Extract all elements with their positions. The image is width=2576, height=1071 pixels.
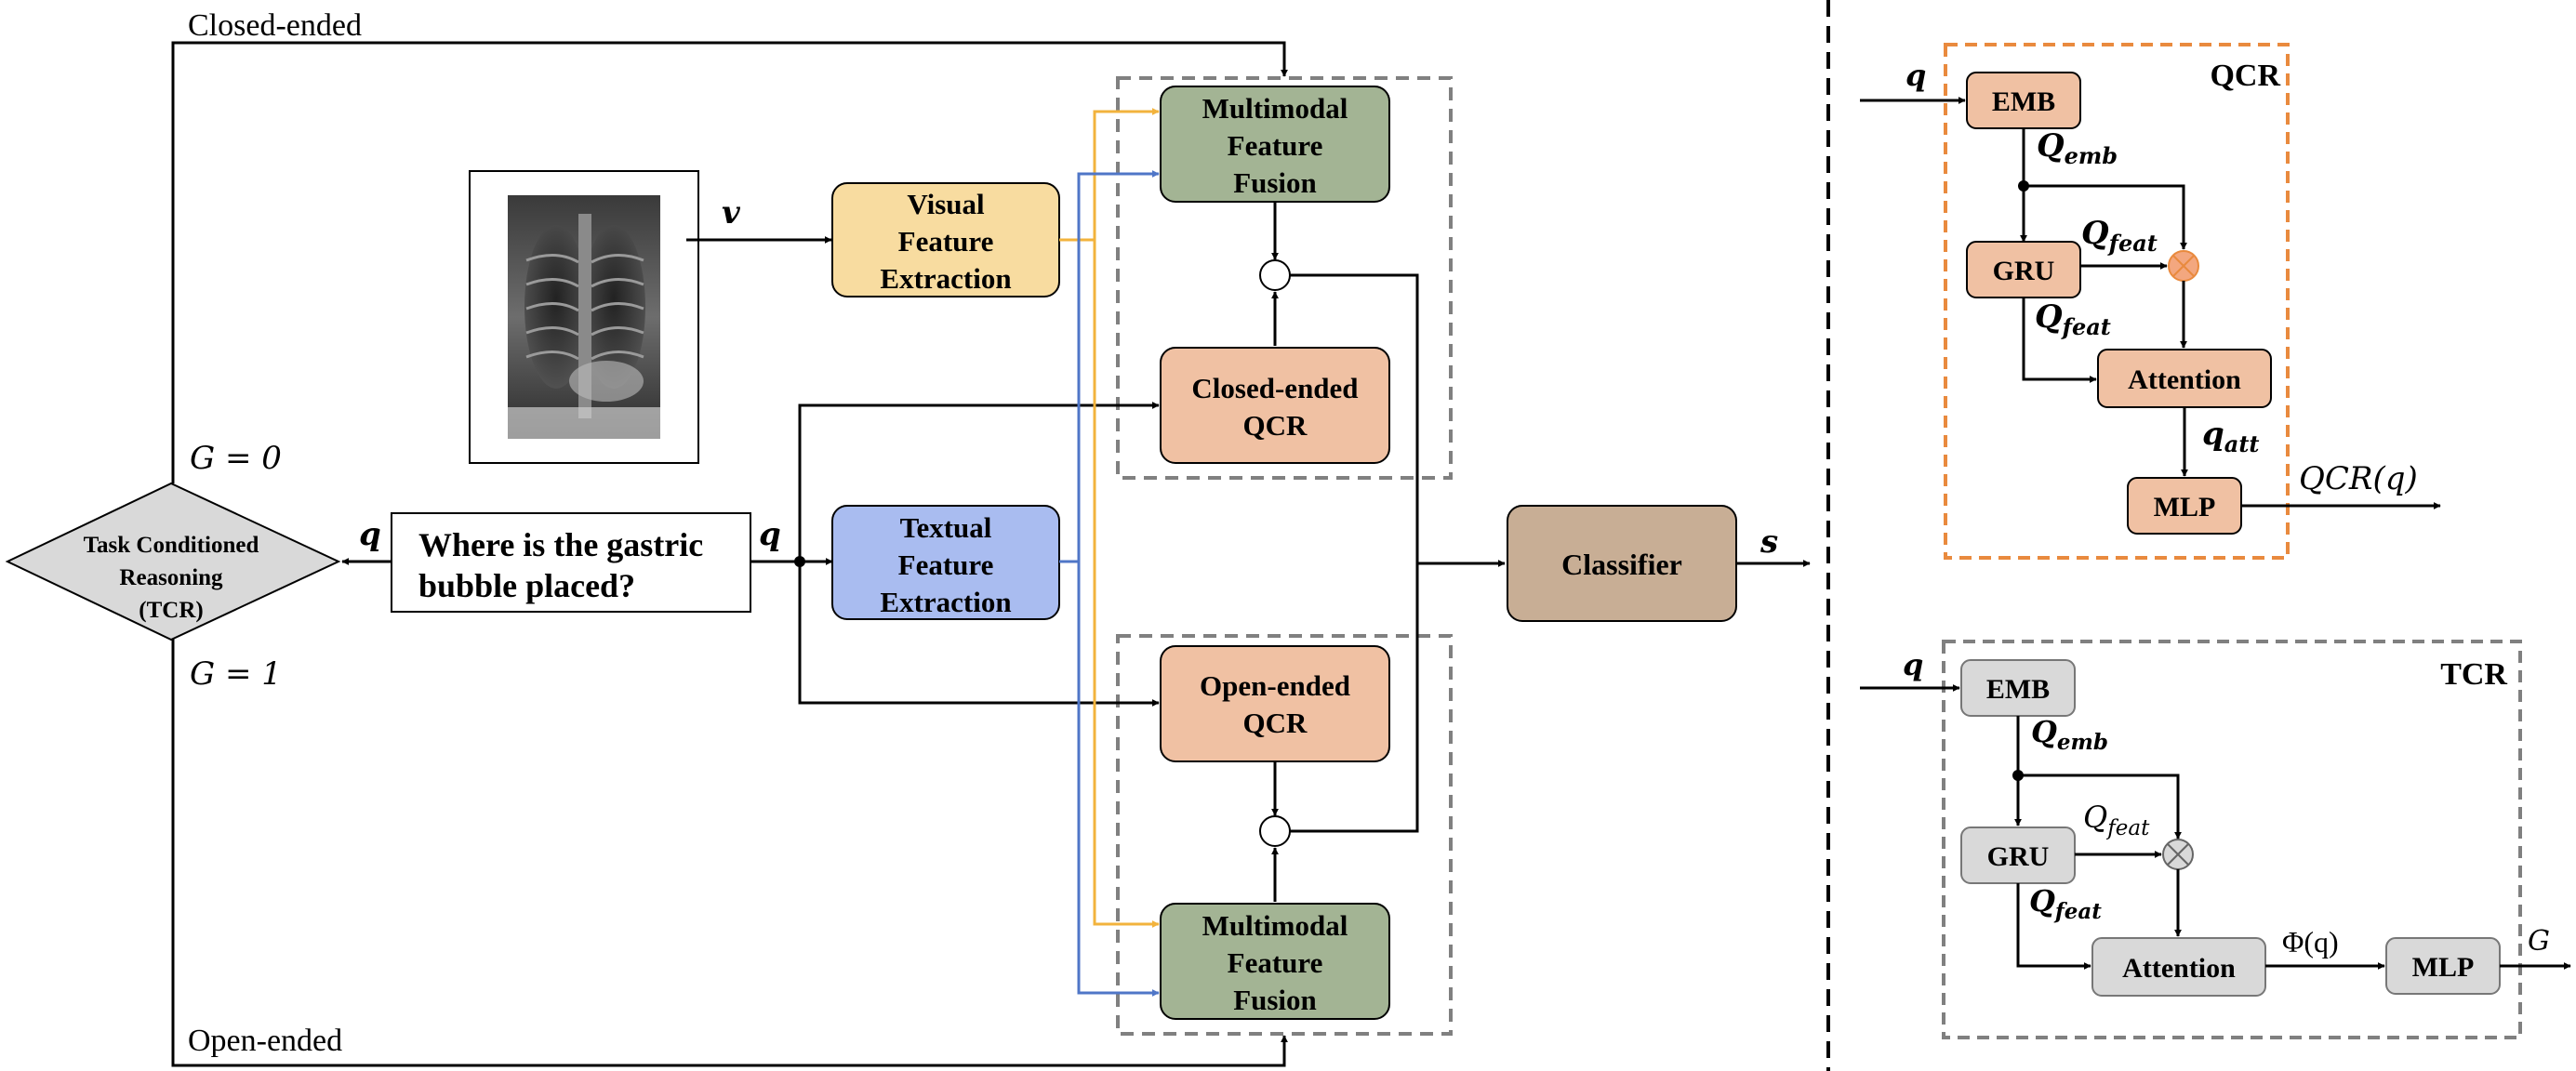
top-combine-node bbox=[1259, 259, 1291, 291]
textual-fe-line2: Feature bbox=[898, 549, 994, 581]
tcr-gru-to-attention-arrow bbox=[2016, 883, 2091, 970]
q-label-left: q bbox=[359, 516, 381, 553]
tcr-output-label: G bbox=[2528, 925, 2550, 958]
tcr-q-emb-label: Qemb bbox=[2031, 714, 2108, 755]
open-qcr-line2: QCR bbox=[1243, 707, 1308, 739]
tcr-emb-label: EMB bbox=[1986, 674, 2050, 705]
tcr-phi-label: Φ(q) bbox=[2282, 925, 2339, 959]
q-to-closed-qcr-arrow bbox=[798, 402, 1160, 562]
visual-fe-line3: Extraction bbox=[880, 262, 1011, 295]
textual-fe-line1: Textual bbox=[900, 511, 992, 544]
tcr-diamond-line2: Reasoning bbox=[119, 565, 223, 590]
open-ended-path bbox=[171, 638, 1288, 1067]
textual-to-top-fusion-line bbox=[1059, 170, 1160, 563]
tcr-diamond-line3: (TCR) bbox=[139, 598, 203, 623]
classifier-label: Classifier bbox=[1561, 548, 1682, 581]
g1-label: G = 1 bbox=[190, 655, 282, 693]
bottom-multimodal-fusion-box bbox=[1160, 903, 1390, 1020]
qcr-mlp-label: MLP bbox=[2154, 492, 2216, 522]
open-ended-qcr-box bbox=[1160, 645, 1390, 762]
qcr-panel bbox=[1944, 43, 2290, 560]
visual-fe-line1: Visual bbox=[907, 188, 985, 220]
tcr-diamond bbox=[5, 482, 341, 641]
qcr-q-att-label: qatt bbox=[2202, 416, 2260, 457]
bottom-fusion-line3: Fusion bbox=[1233, 984, 1317, 1016]
qcr-gru-to-attention-arrow bbox=[2022, 298, 2097, 383]
bottom-combine-node bbox=[1259, 815, 1291, 847]
visual-to-bottom-fusion-line bbox=[1093, 240, 1160, 928]
qcr-q-feat-b-label: Qfeat bbox=[2035, 298, 2111, 340]
top-fusion-group bbox=[1116, 76, 1453, 480]
closed-ended-path bbox=[171, 41, 1288, 483]
tcr-q-feat-b-label: Qfeat bbox=[2029, 883, 2102, 924]
tcr-emb-to-mult-arrow bbox=[2018, 774, 2182, 840]
v-label: v bbox=[722, 194, 741, 231]
textual-fe-line3: Extraction bbox=[880, 586, 1011, 618]
question-line2: bubble placed? bbox=[418, 567, 635, 604]
g0-label: G = 0 bbox=[190, 440, 282, 477]
tcr-mlp-label: MLP bbox=[2412, 952, 2475, 983]
qcr-emb-to-mult-arrow bbox=[2024, 184, 2187, 250]
qcr-q-emb-label: Qemb bbox=[2037, 127, 2118, 169]
bottom-fusion-line1: Multimodal bbox=[1202, 909, 1348, 942]
question-box bbox=[391, 512, 751, 613]
combine-to-merge-line bbox=[1290, 273, 1419, 833]
tcr-panel bbox=[1942, 640, 2522, 1039]
top-fusion-line1: Multimodal bbox=[1202, 92, 1348, 125]
bottom-fusion-line2: Feature bbox=[1228, 946, 1323, 979]
visual-to-top-fusion-line bbox=[1059, 108, 1160, 242]
open-qcr-line1: Open-ended bbox=[1200, 669, 1350, 702]
q-to-open-qcr-arrow bbox=[798, 562, 1160, 707]
tcr-panel-title: TCR bbox=[2440, 657, 2507, 692]
qcr-panel-title: QCR bbox=[2210, 59, 2280, 93]
qcr-output-label: QCR(q) bbox=[2299, 460, 2418, 497]
qcr-input-label: q bbox=[1905, 58, 1926, 93]
textual-to-bottom-fusion-line bbox=[1077, 562, 1160, 997]
tcr-input-label: q bbox=[1903, 647, 1923, 682]
closed-ended-label: Closed-ended bbox=[188, 8, 362, 43]
visual-fe-line2: Feature bbox=[898, 225, 994, 258]
top-fusion-line3: Fusion bbox=[1233, 166, 1317, 199]
qcr-attention-label: Attention bbox=[2128, 364, 2241, 395]
qcr-q-feat-a-label: Qfeat bbox=[2081, 215, 2158, 257]
open-ended-label: Open-ended bbox=[188, 1024, 342, 1058]
qcr-emb-label: EMB bbox=[1992, 86, 2055, 117]
q-label-mid: q bbox=[759, 516, 781, 553]
tcr-multiply-node bbox=[2162, 839, 2194, 870]
qcr-gru-label: GRU bbox=[1993, 256, 2055, 286]
qcr-multiply-node bbox=[2168, 250, 2199, 282]
xray-image bbox=[508, 195, 660, 439]
closed-ended-qcr-box bbox=[1160, 347, 1390, 464]
question-line1: Where is the gastric bbox=[418, 526, 703, 563]
s-label: s bbox=[1759, 523, 1778, 561]
tcr-diamond-line1: Task Conditioned bbox=[84, 533, 259, 558]
top-fusion-line2: Feature bbox=[1228, 129, 1323, 162]
tcr-q-feat-a-label: Qfeat bbox=[2083, 800, 2150, 840]
closed-qcr-line2: QCR bbox=[1243, 409, 1308, 442]
bottom-fusion-group bbox=[1116, 634, 1453, 1036]
closed-qcr-line1: Closed-ended bbox=[1191, 372, 1358, 404]
tcr-attention-label: Attention bbox=[2122, 953, 2236, 984]
tcr-gru-label: GRU bbox=[1987, 841, 2050, 872]
